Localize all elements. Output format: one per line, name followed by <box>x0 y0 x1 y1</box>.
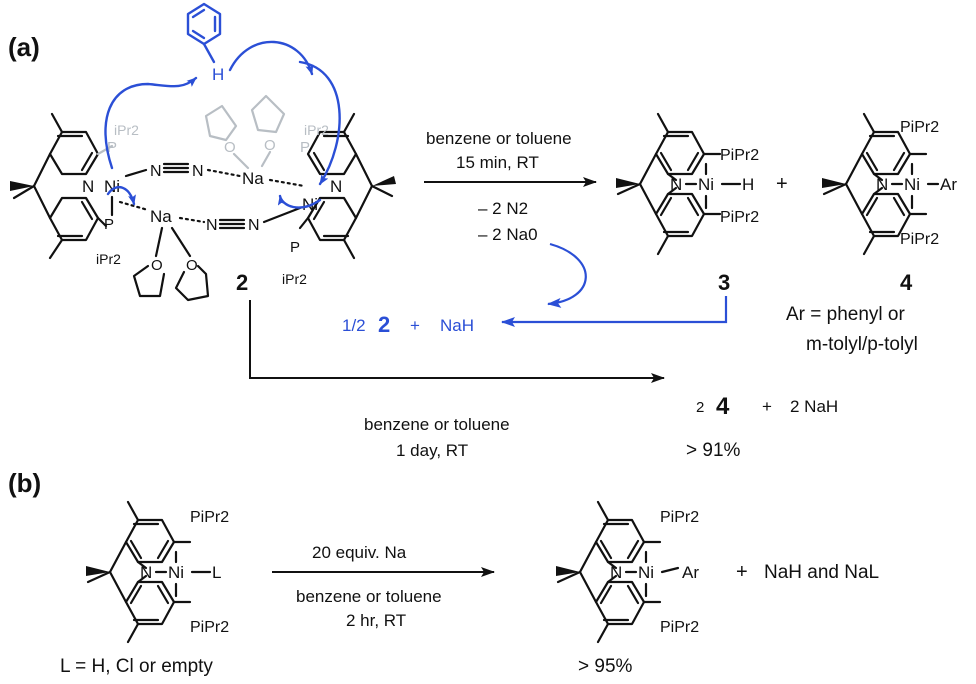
label-ipr2-right-grey: iPr2 <box>304 122 329 138</box>
atom-p-left: P <box>104 216 114 233</box>
atom-na-lower: Na <box>150 207 172 226</box>
label-pipr2-c4-bottom: PiPr2 <box>900 231 939 248</box>
conditions-b-solvent: benzene or toluene <box>296 587 442 606</box>
l-definition: L = H, Cl or empty <box>60 656 213 677</box>
compound-2-label: 2 <box>236 270 248 295</box>
panel-b-label: (b) <box>8 468 41 498</box>
atom-p-right-grey: P <box>300 139 310 156</box>
compound-3-structure: N Ni H PiPr2 PiPr2 <box>614 112 759 256</box>
label-pipr2-c4-top: PiPr2 <box>900 119 939 136</box>
atom-n2-left-b: N <box>192 163 204 180</box>
atom-ni-c3: Ni <box>698 175 714 194</box>
conditions-a-top-time: 15 min, RT <box>456 153 539 172</box>
label-pipr2-b-start-top: PiPr2 <box>190 509 229 526</box>
plus-3-4: + <box>776 173 788 195</box>
recycle-plus: + <box>410 316 420 335</box>
label-pipr2-b-product-top: PiPr2 <box>660 509 699 526</box>
atom-n2-left-a: N <box>150 163 162 180</box>
atom-n-c3: N <box>670 175 682 194</box>
atom-o-thf-grey-2: O <box>264 137 276 154</box>
atom-na-upper: Na <box>242 169 264 188</box>
product-compound-4-a: 4 <box>716 393 730 420</box>
plus-b: + <box>736 561 748 583</box>
label-pipr2-c3-top: PiPr2 <box>720 147 759 164</box>
product-coefficient-a: 2 <box>696 399 704 416</box>
conditions-a-bottom-solvent: benzene or toluene <box>364 415 510 434</box>
byproduct-n2: – 2 N2 <box>478 199 528 218</box>
ni-ar-product-structure: N Ni Ar PiPr2 PiPr2 <box>554 500 699 644</box>
compound-3-label: 3 <box>718 270 730 295</box>
atom-ar-b-product: Ar <box>682 563 699 582</box>
recycle-compound-2: 2 <box>378 312 390 337</box>
atom-n-b-start: N <box>140 563 152 582</box>
compound-4-structure: N Ni Ar PiPr2 PiPr2 <box>820 112 957 256</box>
atom-n2-right-a: N <box>206 217 218 234</box>
panel-a-label: (a) <box>8 32 40 62</box>
label-ipr2-left-grey: iPr2 <box>114 122 139 138</box>
atom-o-thf-1: O <box>151 257 163 274</box>
complex-2-structure: N Ni P iPr2 P iPr2 N N Na Na N N O O O <box>10 94 396 302</box>
recycle-nah: NaH <box>440 316 474 335</box>
atom-n-right: N <box>330 177 342 196</box>
label-ipr2-right: iPr2 <box>282 271 307 287</box>
conditions-a-bottom-time: 1 day, RT <box>396 441 468 460</box>
benzene-substrate: H <box>186 2 224 84</box>
conditions-b-time: 2 hr, RT <box>346 611 406 630</box>
atom-p-left-grey: P <box>107 139 117 156</box>
byproduct-na0: – 2 Na0 <box>478 225 538 244</box>
yield-b: > 95% <box>578 656 633 677</box>
product-nah-a: 2 NaH <box>790 397 838 416</box>
ar-definition-line1: Ar = phenyl or <box>786 304 905 325</box>
recycle-coefficient: 1/2 <box>342 316 366 335</box>
label-pipr2-c3-bottom: PiPr2 <box>720 209 759 226</box>
atom-n-left: N <box>82 177 94 196</box>
atom-p-right: P <box>290 239 300 256</box>
atom-n-c4: N <box>876 175 888 194</box>
atom-ni-b-start: Ni <box>168 563 184 582</box>
ni-l-complex-structure: N Ni L PiPr2 PiPr2 <box>84 500 229 644</box>
yield-a: > 91% <box>686 440 741 461</box>
atom-o-thf-2: O <box>186 257 198 274</box>
atom-n-b-product: N <box>610 563 622 582</box>
atom-ni-b-product: Ni <box>638 563 654 582</box>
atom-o-thf-grey-1: O <box>224 139 236 156</box>
conditions-a-top-solvent: benzene or toluene <box>426 129 572 148</box>
product-plus-a: + <box>762 397 772 416</box>
ar-definition-line2: m-tolyl/p-tolyl <box>806 334 918 355</box>
atom-l-b-start: L <box>212 563 221 582</box>
side-products-b: NaH and NaL <box>764 562 879 583</box>
label-ipr2-left: iPr2 <box>96 251 121 267</box>
atom-ar-c4: Ar <box>940 175 957 194</box>
atom-h-blue: H <box>212 65 224 84</box>
label-pipr2-b-start-bottom: PiPr2 <box>190 619 229 636</box>
atom-ni-c4: Ni <box>904 175 920 194</box>
atom-h-c3: H <box>742 175 754 194</box>
conditions-b-reagent: 20 equiv. Na <box>312 543 407 562</box>
atom-ni-left: Ni <box>104 177 120 196</box>
label-pipr2-b-product-bottom: PiPr2 <box>660 619 699 636</box>
atom-n2-right-b: N <box>248 217 260 234</box>
compound-4-label: 4 <box>900 270 913 295</box>
